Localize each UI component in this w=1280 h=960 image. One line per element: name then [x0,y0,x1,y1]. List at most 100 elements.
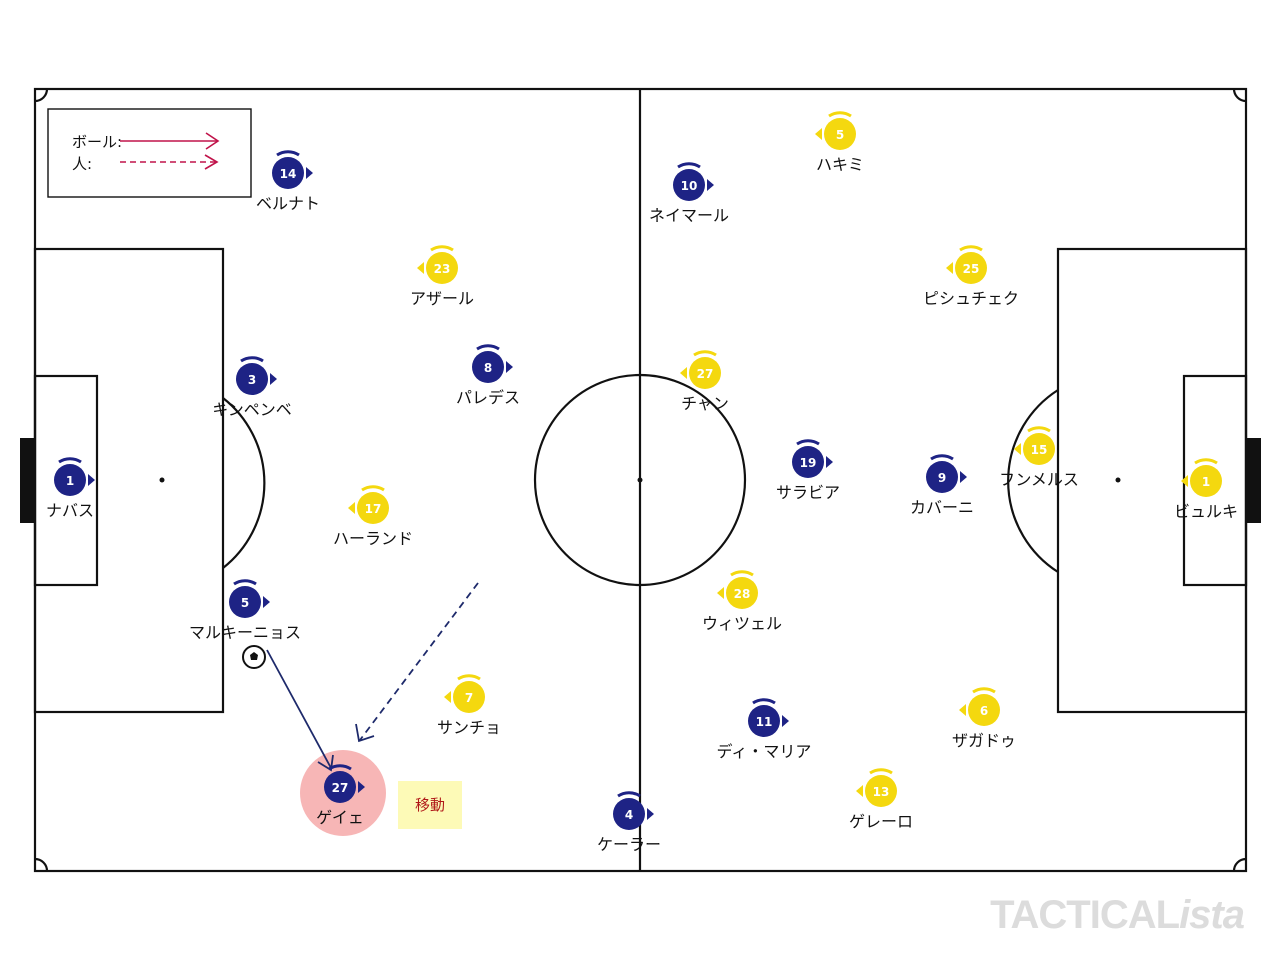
player-name: ザガドゥ [952,731,1016,750]
players-layer: 14ベルナト1ナバス3キンペンベ5マルキーニョス27ゲイェ8パレデス4ケーラー1… [46,111,1238,854]
player-name: ネイマール [649,206,729,225]
facing-arrow [1181,475,1188,487]
vision-arc [328,764,352,771]
facing-arrow [263,596,270,608]
player-name: ナバス [46,501,94,520]
vision-arc [693,350,717,357]
player-token [1023,433,1055,465]
facing-arrow [270,373,277,385]
legend-ball-label: ボール: [72,133,122,151]
legend: ボール: 人: [47,108,252,198]
facing-arrow [717,587,724,599]
centre-spot [637,477,643,483]
player-token [613,798,645,830]
player-number: 3 [248,373,256,387]
player-token [673,169,705,201]
legend-person-label: 人: [72,155,92,173]
player-blue-10[interactable]: 10 ネイマール [649,162,729,225]
corner-arc-top-right [1232,88,1247,103]
player-yellow-7[interactable]: 7 サンチョ [437,674,501,737]
vision-arc [972,687,996,694]
player-name: キンペンベ [212,400,292,419]
player-name: ケーラー [597,835,661,854]
player-blue-5[interactable]: 5 マルキーニョス [189,579,301,642]
corner-arc-top-left [34,88,49,103]
player-number: 7 [465,691,473,705]
vision-arc [361,485,385,492]
player-name: ハキミ [816,155,864,174]
right-penalty-arc [1007,389,1059,573]
pass-arrow [266,649,334,772]
vision-arc [930,454,954,461]
facing-arrow [306,167,313,179]
player-number: 5 [241,596,249,610]
player-token [792,446,824,478]
facing-arrow [959,704,966,716]
player-token [865,775,897,807]
player-number: 10 [681,179,698,193]
legend-box [47,108,252,198]
move-label-box [398,781,462,829]
vision-arc [457,674,481,681]
facing-arrow [946,262,953,274]
vision-arc [796,439,820,446]
player-name: ゲレーロ [849,812,913,831]
player-token [1190,465,1222,497]
player-yellow-13[interactable]: 13 ゲレーロ [849,768,913,831]
vision-arc [1194,458,1218,465]
facing-arrow [680,367,687,379]
player-number: 27 [697,367,714,381]
move-label: 移動 [415,796,445,814]
player-name: マルキーニョス [189,623,301,642]
facing-arrow [358,781,365,793]
player-number: 17 [365,502,382,516]
player-token [748,705,780,737]
vision-arc [869,768,893,775]
facing-arrow [444,691,451,703]
facing-arrow [815,128,822,140]
vision-arc [959,245,983,252]
facing-arrow [707,179,714,191]
player-token [453,681,485,713]
vision-arc [276,150,300,157]
player-name: サンチョ [437,718,501,737]
player-number: 25 [963,262,980,276]
player-number: 19 [800,456,817,470]
legend-ball-arrow [120,132,220,150]
vision-arc [233,579,257,586]
left-penalty-arc [222,397,266,569]
facing-arrow [647,808,654,820]
annotations: 移動 [242,582,479,836]
left-penalty-spot [159,477,165,483]
vision-arc [828,111,852,118]
player-token [689,357,721,389]
player-blue-3[interactable]: 3 キンペンベ [212,356,292,419]
player-name: フンメルス [999,470,1079,489]
vision-arc [58,457,82,464]
vision-arc [677,162,701,169]
ball-icon [242,645,266,669]
player-number: 23 [434,262,451,276]
vision-arc [617,791,641,798]
player-number: 13 [873,785,890,799]
player-token [968,694,1000,726]
player-name: ゲイェ [316,808,364,827]
run-arrow [355,582,479,743]
